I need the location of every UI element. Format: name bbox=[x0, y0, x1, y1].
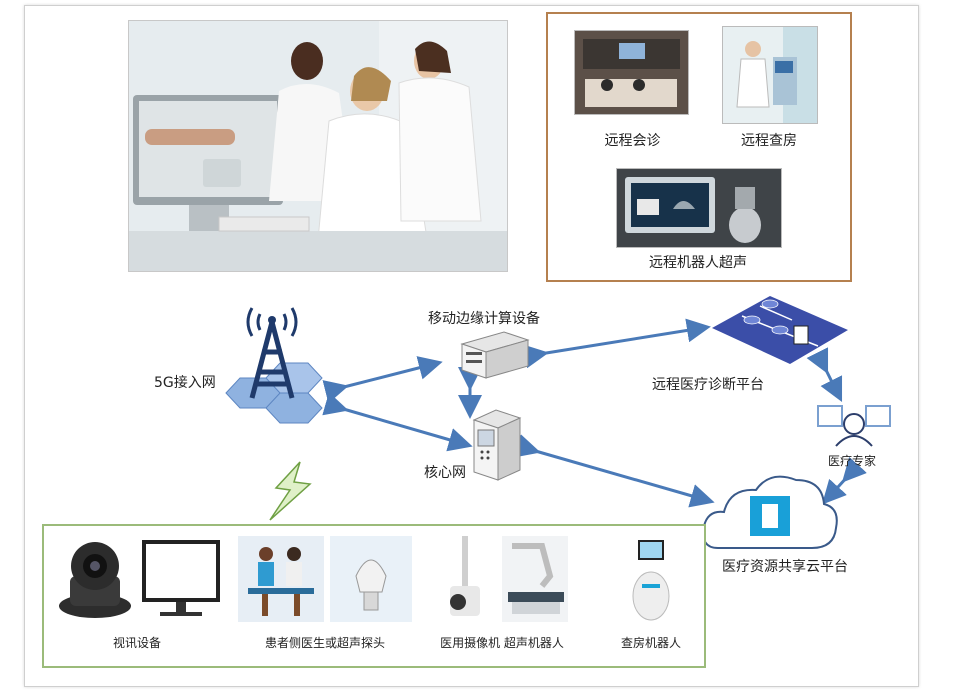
link-platform-expert bbox=[806, 347, 843, 403]
rounds-photo bbox=[722, 26, 818, 124]
core-network-label: 核心网 bbox=[424, 465, 466, 481]
medical-camera-label: 医用摄像机 bbox=[440, 636, 501, 650]
cloud-platform-label: 医疗资源共享云平台 bbox=[722, 559, 848, 575]
ultrasound-robot-label: 超声机器人 bbox=[503, 636, 564, 650]
video-equipment-label: 视讯设备 bbox=[112, 636, 161, 650]
robot-ultrasound-photo bbox=[616, 168, 782, 248]
cloud-platform-icon bbox=[702, 475, 838, 549]
medical-expert-icon bbox=[817, 405, 891, 447]
edge-device-label: 移动边缘计算设备 bbox=[428, 311, 540, 327]
video-camera-photo bbox=[52, 536, 138, 622]
service-robot-ultrasound-label: 远程机器人超声 bbox=[649, 255, 747, 271]
patient-side-devices-box: 视讯设备 患者侧医生或超声探头 医用摄像机 超声机器人 查房机器人 bbox=[42, 524, 706, 668]
ultrasound-probe-photo bbox=[330, 536, 412, 622]
doctor-patient-photo bbox=[238, 536, 324, 622]
link-edge-platform bbox=[523, 318, 711, 369]
access-network-label: 5G接入网 bbox=[154, 375, 216, 391]
5g-tower-icon bbox=[225, 307, 323, 424]
service-consult-label: 远程会诊 bbox=[604, 133, 661, 149]
monitor-photo bbox=[140, 536, 222, 622]
medical-camera-photo bbox=[446, 536, 486, 622]
wireless-signal-icon bbox=[269, 461, 312, 521]
camera-robot-label: 医用摄像机 超声机器人 bbox=[434, 634, 570, 651]
rounds-robot-label: 查房机器人 bbox=[620, 636, 681, 650]
rounds-robot-photo bbox=[628, 536, 674, 622]
consult-photo bbox=[574, 30, 689, 115]
remote-services-box: 远程会诊 远程查房 远程机器人超声 bbox=[546, 12, 852, 282]
edge-computing-device-icon bbox=[460, 331, 530, 379]
service-rounds-label: 远程查房 bbox=[741, 133, 797, 149]
diagnosis-platform-icon bbox=[712, 296, 848, 364]
platform-label: 远程医疗诊断平台 bbox=[652, 377, 764, 393]
doctors-photo bbox=[128, 20, 508, 272]
link-access-edge bbox=[322, 356, 443, 404]
link-expert-cloud bbox=[821, 456, 867, 505]
ultrasound-robot-photo bbox=[502, 536, 568, 622]
core-network-server-icon bbox=[472, 409, 522, 481]
link-core-cloud bbox=[514, 434, 715, 508]
expert-label: 医疗专家 bbox=[828, 454, 877, 468]
link-access-core bbox=[322, 392, 473, 452]
doctor-probe-label: 患者侧医生或超声探头 bbox=[264, 636, 385, 650]
